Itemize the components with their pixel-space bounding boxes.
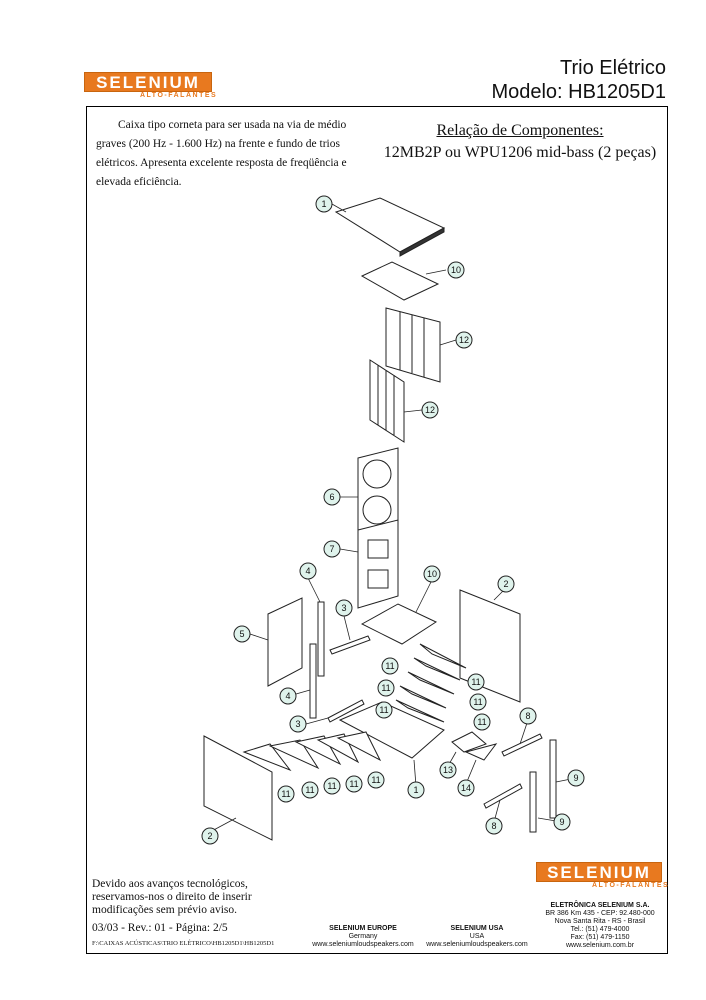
callout-label: 11 bbox=[379, 705, 388, 715]
callout-label: 11 bbox=[281, 789, 290, 799]
part-13-block bbox=[451, 731, 487, 753]
callout-label: 4 bbox=[305, 566, 310, 576]
callout-label: 13 bbox=[443, 765, 453, 775]
usa-name: SELENIUM USA bbox=[450, 925, 504, 932]
brasil-name: ELETRÔNICA SELENIUM S.A. bbox=[550, 902, 650, 909]
callout-label: 11 bbox=[305, 785, 314, 795]
part-8-bar-lower bbox=[483, 783, 523, 809]
callout-label: 11 bbox=[327, 781, 336, 791]
components-subtitle: 12MB2P ou WPU1206 mid-bass (2 peças) bbox=[383, 144, 657, 161]
callout-label: 2 bbox=[207, 831, 212, 841]
part-1-top-panel bbox=[334, 197, 446, 253]
model-title: Modelo: HB1205D1 bbox=[491, 81, 666, 103]
part-4-strip-upper bbox=[317, 601, 325, 677]
usa-site: www.seleniumloudspeakers.com bbox=[426, 941, 528, 948]
callout-label: 10 bbox=[451, 265, 461, 275]
callout-label: 11 bbox=[371, 775, 380, 785]
brasil-tel: Tel.: (51) 479-4000 bbox=[570, 926, 630, 933]
brasil-line2: Nova Santa Rita - RS - Brasil bbox=[554, 918, 646, 925]
callout-label: 8 bbox=[525, 711, 530, 721]
europe-country: Germany bbox=[348, 933, 378, 940]
callout-label: 1 bbox=[413, 785, 418, 795]
part-9-upright-right bbox=[549, 739, 557, 819]
address-europe: SELENIUM EUROPE Germany www.seleniumloud… bbox=[296, 925, 430, 949]
callout-label: 6 bbox=[329, 492, 334, 502]
callout-label: 9 bbox=[559, 817, 564, 827]
callout-label: 11 bbox=[471, 677, 480, 687]
callout-label: 12 bbox=[459, 335, 469, 345]
components-title: Relação de Componentes: bbox=[436, 122, 604, 139]
part-4-strip-lower bbox=[309, 643, 317, 719]
part-9-upright-left bbox=[529, 771, 537, 833]
brasil-line1: BR 386 Km 435 - CEP: 92.480-000 bbox=[545, 910, 655, 917]
callout-label: 11 bbox=[473, 697, 482, 707]
callout-label: 9 bbox=[573, 773, 578, 783]
callout-label: 11 bbox=[385, 661, 394, 671]
callout-label: 2 bbox=[503, 579, 508, 589]
revision-info: 03/03 - Rev.: 01 - Página: 2/5 bbox=[92, 922, 228, 934]
selenium-logo-bottom: SELENIUM bbox=[536, 862, 662, 882]
part-12-lower-slats bbox=[369, 359, 405, 443]
callout-label: 3 bbox=[295, 719, 300, 729]
part-11-fin bbox=[242, 743, 292, 772]
part-callouts bbox=[201, 195, 585, 845]
callout-label: 11 bbox=[349, 779, 358, 789]
address-usa: SELENIUM USA USA www.seleniumloudspeaker… bbox=[420, 925, 534, 949]
part-12-upper-slats bbox=[385, 307, 441, 383]
part-8-bar-upper bbox=[501, 733, 543, 757]
callout-label: 1 bbox=[321, 199, 326, 209]
callout-label: 11 bbox=[381, 683, 390, 693]
callout-label: 7 bbox=[329, 544, 334, 554]
part-5-left-panel bbox=[267, 597, 303, 687]
part-3-bar-lower bbox=[327, 699, 365, 723]
europe-name: SELENIUM EUROPE bbox=[329, 925, 397, 932]
part-7-port-panel bbox=[357, 519, 399, 609]
part-2-left-side bbox=[203, 735, 273, 841]
address-brasil: ELETRÔNICA SELENIUM S.A. BR 386 Km 435 -… bbox=[532, 902, 668, 950]
product-description: Caixa tipo corneta para ser usada na via… bbox=[96, 119, 347, 188]
part-14-fin bbox=[464, 743, 498, 761]
callout-label: 4 bbox=[285, 691, 290, 701]
file-path: F:\CAIXAS ACÚSTICAS\TRIO ELÉTRICO\HB1205… bbox=[92, 940, 275, 947]
selenium-logo-top: SELENIUM bbox=[84, 72, 212, 92]
callout-label: 3 bbox=[341, 603, 346, 613]
callout-label: 10 bbox=[427, 569, 437, 579]
europe-site: www.seleniumloudspeakers.com bbox=[312, 941, 414, 948]
callout-label: 8 bbox=[491, 821, 496, 831]
callout-label: 5 bbox=[239, 629, 244, 639]
callout-label: 11 bbox=[477, 717, 486, 727]
drawing-frame bbox=[86, 106, 668, 954]
part-10-lower-panel bbox=[360, 603, 438, 645]
callout-label: 12 bbox=[425, 405, 435, 415]
part-callout-labels: 1 10 12 12 6 7 4 3 5 4 10 2 11 11 11 11 … bbox=[207, 199, 578, 841]
logo-tagline-top: ALTO-FALANTES bbox=[140, 92, 218, 99]
part-1-bottom-panel bbox=[338, 701, 445, 759]
brasil-fax: Fax: (51) 479-1150 bbox=[570, 934, 630, 941]
callout-label: 14 bbox=[461, 783, 471, 793]
part-10-upper-panel bbox=[360, 261, 440, 301]
logo-tagline-bottom: ALTO-FALANTES bbox=[592, 882, 670, 889]
part-3-bar-upper bbox=[329, 635, 371, 655]
page-title: Trio Elétrico bbox=[560, 57, 666, 79]
legal-notice: Devido aos avanços tecnológicos, reserva… bbox=[92, 878, 252, 916]
brasil-site: www.selenium.com.br bbox=[565, 942, 635, 949]
usa-country: USA bbox=[469, 933, 485, 940]
